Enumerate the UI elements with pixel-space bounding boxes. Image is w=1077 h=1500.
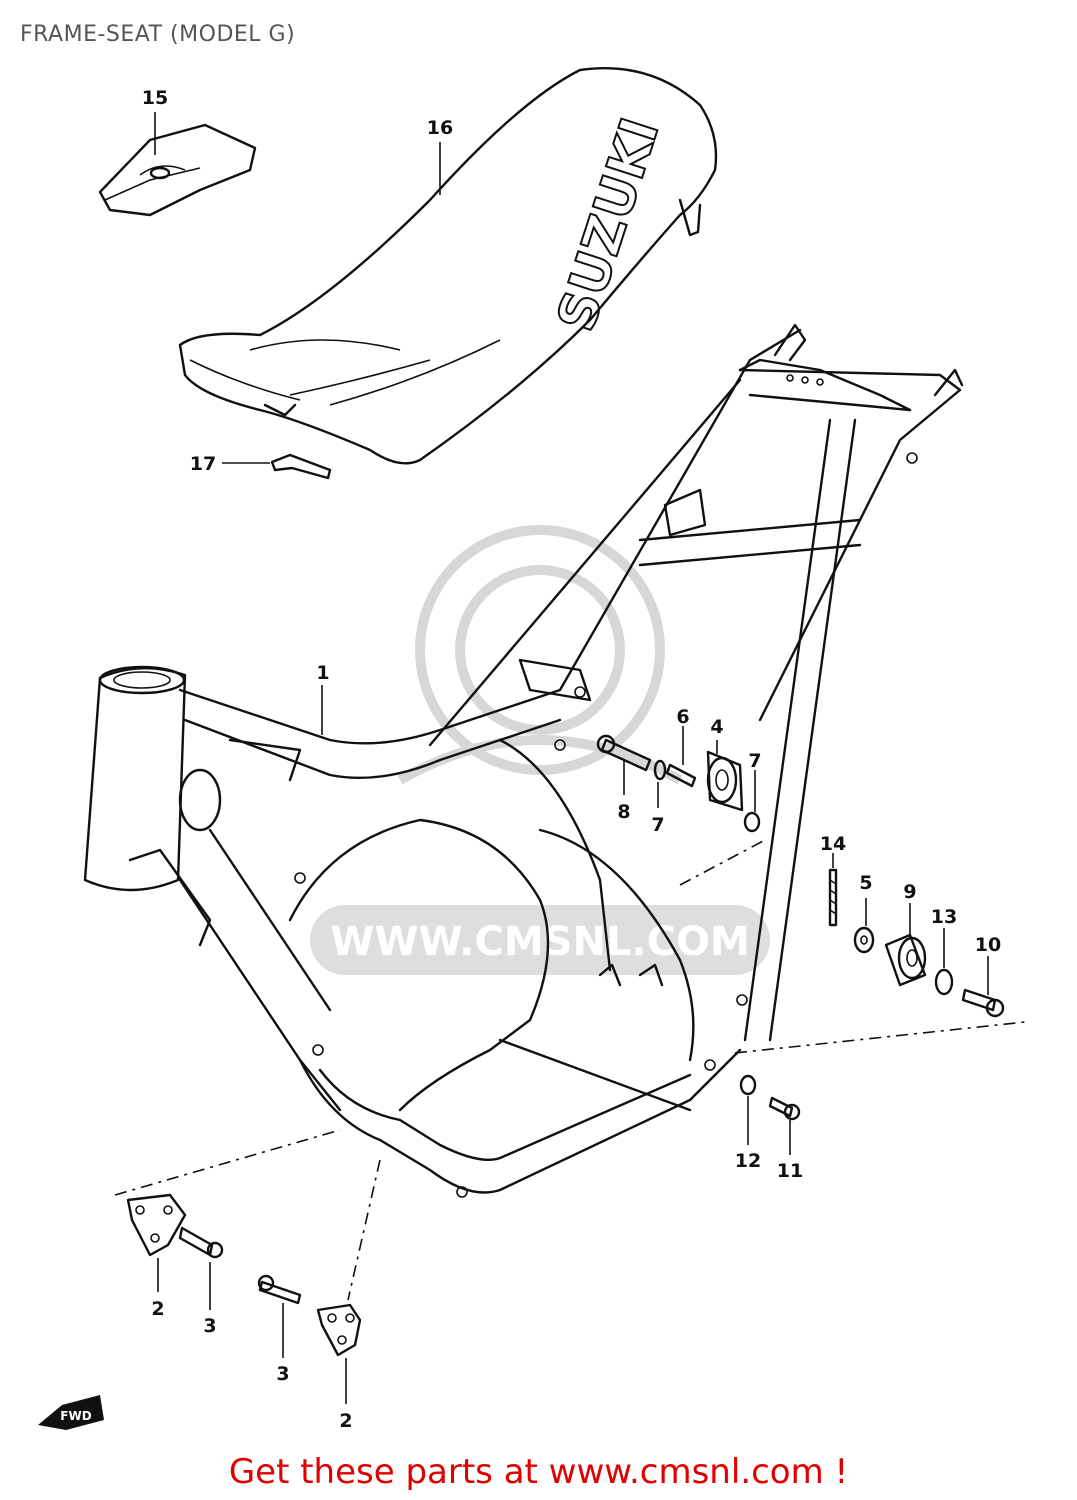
label-14: 14 [820,833,846,855]
label-2a: 2 [151,1298,164,1320]
part-7-washer-a[interactable] [653,759,667,808]
label-13: 13 [931,906,957,928]
label-4: 4 [710,716,723,738]
label-16: 16 [427,117,453,139]
seat-brand-logo: SUZUKI [546,111,671,338]
watermark-logo: WWW.CMSNL.COM [310,525,770,975]
label-7b: 7 [651,814,664,836]
watermark-text: WWW.CMSNL.COM [330,919,750,965]
label-5: 5 [859,872,872,894]
part-7-washer-b[interactable] [743,770,761,833]
part-4-bushing[interactable] [706,740,744,812]
part-2-mount-plate-left[interactable] [126,1193,187,1292]
part-1-frame[interactable] [83,323,964,1198]
footer-link[interactable]: Get these parts at www.cmsnl.com ! [228,1452,849,1492]
label-2b: 2 [339,1410,352,1432]
part-13-washer[interactable] [934,928,954,996]
label-3b: 3 [276,1363,289,1385]
label-8: 8 [617,801,630,823]
part-3-bolt-left[interactable] [178,1226,224,1310]
part-15-plate[interactable] [98,123,257,217]
label-6: 6 [676,706,689,728]
part-14-stud[interactable] [828,853,838,927]
label-10: 10 [975,934,1001,956]
part-17-bracket[interactable] [222,453,332,480]
part-12-nut[interactable] [739,1074,757,1145]
label-3a: 3 [203,1315,216,1337]
part-10-bolt[interactable] [961,956,1005,1018]
part-9-bushing[interactable] [884,903,927,987]
page-title: FRAME-SEAT (MODEL G) [20,22,296,47]
label-11: 11 [777,1160,803,1182]
part-11-bolt[interactable] [768,1096,801,1155]
part-2-mount-plate-right[interactable] [316,1303,362,1404]
fwd-arrow-icon: FWD [38,1395,104,1430]
fwd-arrow-label: FWD [60,1409,91,1423]
label-12: 12 [735,1150,761,1172]
label-1: 1 [316,662,329,684]
label-7a: 7 [748,750,761,772]
part-5-washer[interactable] [853,898,875,954]
part-8-bolt[interactable] [596,734,652,795]
part-3-bolt-center[interactable] [257,1274,302,1358]
label-15: 15 [142,87,168,109]
label-17: 17 [190,453,216,475]
part-6-spacer[interactable] [665,726,697,788]
label-9: 9 [903,881,916,903]
